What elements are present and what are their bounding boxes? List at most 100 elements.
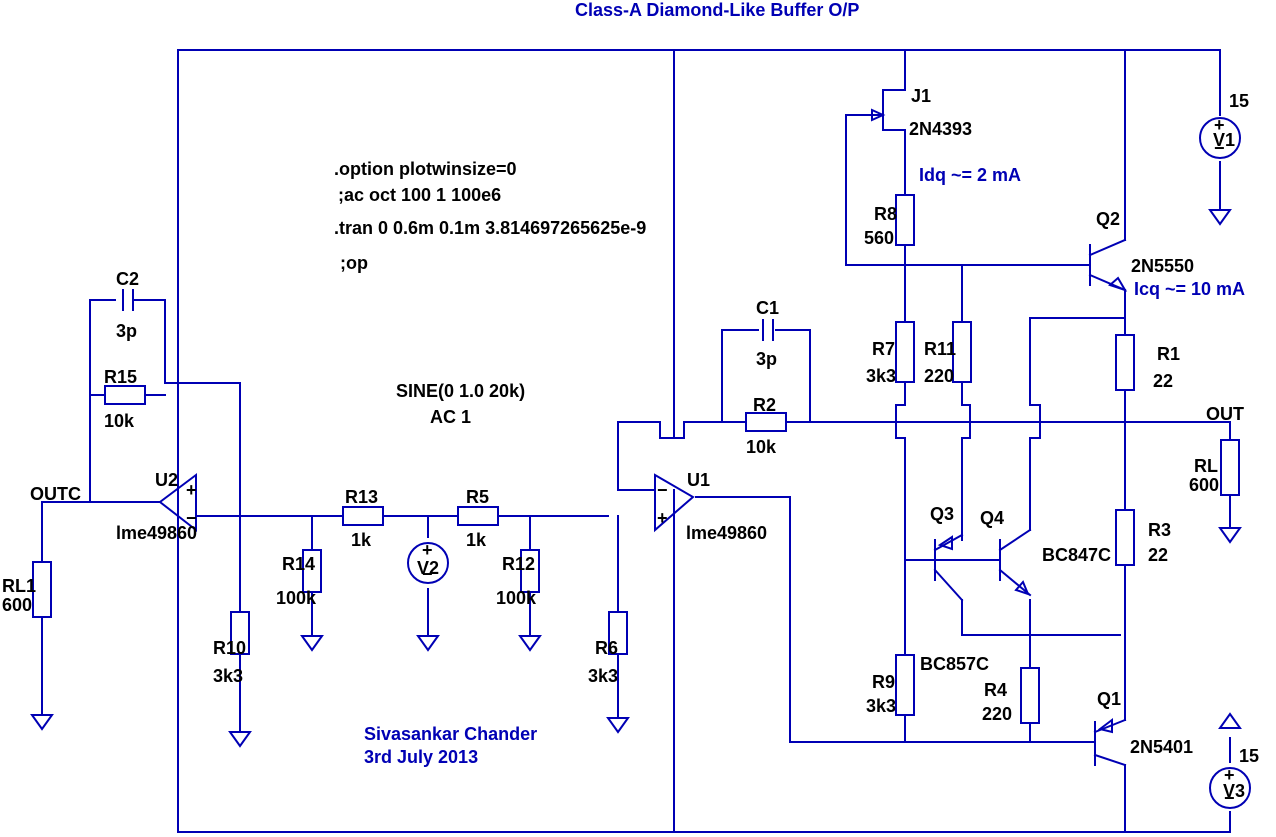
label-r4-value: 220 — [982, 704, 1012, 724]
ground-symbol — [1208, 209, 1232, 226]
pnp-q3 — [933, 533, 964, 602]
label-q1-ref: Q1 — [1097, 689, 1121, 709]
opamp-u1: − + — [654, 473, 695, 533]
label-rl1-value: 600 — [2, 595, 32, 615]
label-r2-ref: R2 — [753, 395, 776, 415]
label-v2-ref: V2 — [417, 558, 439, 578]
label-r10-value: 3k3 — [213, 666, 243, 686]
label-r14-value: 100k — [276, 588, 317, 608]
label-r10-ref: R10 — [213, 638, 246, 658]
label-r2-value: 10k — [746, 437, 777, 457]
resistor-r2 — [745, 412, 787, 432]
label-r11-ref: R11 — [924, 339, 956, 359]
svg-text:+: + — [657, 508, 668, 528]
label-v1-value: 15 — [1229, 91, 1249, 111]
label-r13-ref: R13 — [345, 487, 378, 507]
label-r8-value: 560 — [864, 228, 894, 248]
capacitors — [122, 289, 774, 341]
label-r13-value: 1k — [351, 530, 372, 550]
label-u1-ref: U1 — [687, 470, 710, 490]
ground-symbol — [1218, 527, 1242, 544]
capacitor-c2 — [122, 289, 134, 311]
label-r12-value: 100k — [496, 588, 537, 608]
label-j1-value: 2N4393 — [909, 119, 972, 139]
label-r3-value: 22 — [1148, 545, 1168, 565]
label-q3-ref: Q3 — [930, 504, 954, 524]
label-u2-value: lme49860 — [116, 523, 197, 543]
svg-text:−: − — [1214, 138, 1225, 158]
label-r7-value: 3k3 — [866, 366, 896, 386]
svg-text:−: − — [1224, 788, 1235, 808]
label-rl1-ref: RL1 — [2, 576, 36, 596]
label-r6-ref: R6 — [595, 638, 618, 658]
svg-text:+: + — [186, 480, 197, 500]
capacitor-c1 — [762, 319, 774, 341]
spice-directive: ;op — [340, 253, 368, 273]
opamp-u2: + − — [158, 473, 197, 533]
resistor-rl1 — [32, 561, 52, 618]
label-q4-value: BC847C — [1042, 545, 1111, 565]
resistor-r5 — [457, 506, 499, 526]
resistor-r12 — [520, 549, 540, 593]
label-r6-value: 3k3 — [588, 666, 618, 686]
label-r11-value: 220 — [924, 366, 954, 386]
svg-text:+: + — [1224, 765, 1235, 785]
author-name: Sivasankar Chander — [364, 724, 537, 744]
spice-directive: .option plotwinsize=0 — [334, 159, 517, 179]
label-r12-ref: R12 — [502, 554, 535, 574]
label-r4-ref: R4 — [984, 680, 1007, 700]
resistor-r13 — [342, 506, 384, 526]
resistor-rl — [1220, 439, 1240, 496]
wires — [41, 49, 1231, 833]
jfet-j1 — [871, 79, 906, 131]
label-rl-value: 600 — [1189, 475, 1219, 495]
resistors — [32, 194, 1240, 724]
svg-text:−: − — [186, 508, 197, 528]
label-v3-value: 15 — [1239, 746, 1259, 766]
ground-symbol — [606, 717, 630, 734]
label-rl-ref: RL — [1194, 456, 1218, 476]
spice-directive: .tran 0 0.6m 0.1m 3.814697265625e-9 — [334, 218, 646, 238]
label-r15-ref: R15 — [104, 367, 137, 387]
label-c2-ref: C2 — [116, 269, 139, 289]
svg-text:−: − — [422, 564, 433, 584]
label-c1-value: 3p — [756, 349, 777, 369]
svg-text:+: + — [422, 540, 433, 560]
label-q2-ref: Q2 — [1096, 209, 1120, 229]
label-u2-ref: U2 — [155, 470, 178, 490]
label-r8-ref: R8 — [874, 204, 897, 224]
spice-directive: ;ac oct 100 1 100e6 — [338, 185, 501, 205]
voltage-source-v2: + − — [407, 540, 449, 584]
resistor-r11 — [952, 321, 972, 383]
annotation-icq: Icq ~= 10 mA — [1134, 279, 1245, 299]
label-r9-value: 3k3 — [866, 696, 896, 716]
resistor-r14 — [302, 549, 322, 593]
resistor-r6 — [608, 611, 628, 655]
label-q2-value: 2N5550 — [1131, 256, 1194, 276]
svg-text:+: + — [1214, 115, 1225, 135]
label-r7-ref: R7 — [872, 339, 895, 359]
label-c2-value: 3p — [116, 321, 137, 341]
label-v3-ref: V3 — [1223, 781, 1245, 801]
label-u1-value: lme49860 — [686, 523, 767, 543]
label-j1-ref: J1 — [911, 86, 931, 106]
resistor-r3 — [1115, 509, 1135, 566]
voltage-source-v1: + − — [1199, 115, 1241, 159]
label-r9-ref: R9 — [872, 672, 895, 692]
label-r1-value: 22 — [1153, 371, 1173, 391]
svg-text:−: − — [657, 480, 668, 500]
resistor-r7 — [895, 321, 915, 383]
npn-q4 — [998, 528, 1032, 597]
label-q1-value: 2N5401 — [1130, 737, 1193, 757]
ground-symbol — [1218, 712, 1242, 729]
label-r5-ref: R5 — [466, 487, 489, 507]
label-q3-value: BC857C — [920, 654, 989, 674]
source-spec: AC 1 — [430, 407, 471, 427]
resistor-r9 — [895, 654, 915, 716]
resistor-r15 — [104, 385, 146, 405]
ground-symbol — [416, 635, 440, 652]
label-r1-ref: R1 — [1157, 344, 1180, 364]
net-label-outc: OUTC — [30, 484, 81, 504]
labels: Class-A Diamond-Like Buffer O/P .option … — [2, 0, 1259, 801]
label-r5-value: 1k — [466, 530, 487, 550]
